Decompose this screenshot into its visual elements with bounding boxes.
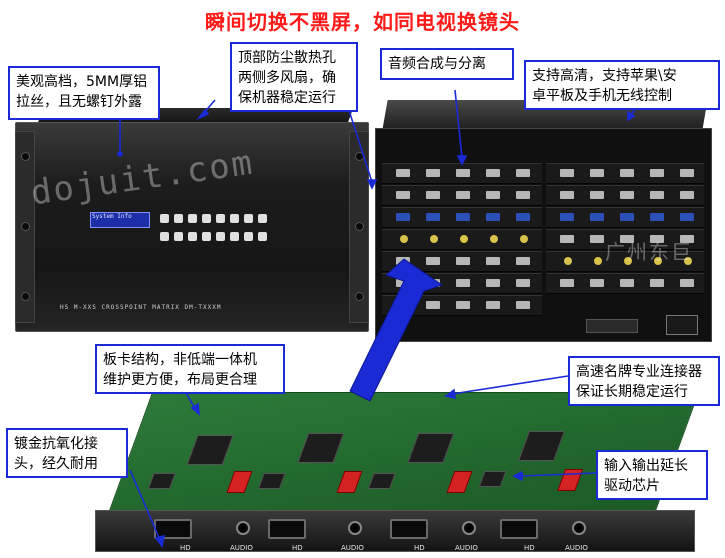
port-label: HD [180, 544, 191, 552]
rack-ear-left [15, 131, 35, 323]
input-card-slot [382, 229, 542, 250]
callout-cooling: 顶部防尘散热孔 两侧多风扇，确 保机器稳定运行 [230, 42, 358, 112]
dip-switch [226, 471, 253, 493]
front-model-label: HS M-XXS CROSSPOINT MATRIX DM-TXXXM [60, 304, 222, 311]
driver-chip [478, 471, 507, 487]
output-card-slot [546, 273, 704, 294]
driver-chip [147, 473, 176, 489]
callout-gold: 镀金抗氧化接 头，经久耐用 [6, 428, 128, 478]
port-label: AUDIO [455, 544, 478, 552]
callout-driver: 输入输出延长 驱动芯片 [596, 450, 708, 500]
driver-chip [257, 473, 286, 489]
callout-card: 板卡结构，非低端一体机 维护更方便，布局更合理 [95, 344, 285, 394]
rear-chassis [375, 128, 712, 342]
chip [518, 431, 566, 461]
power-socket [666, 315, 698, 335]
input-card-slot [382, 163, 542, 184]
headline: 瞬间切换不黑屏，如同电视换镜头 [205, 10, 520, 34]
callout-wireless: 支持高清，支持苹果\安 卓平板及手机无线控制 [524, 60, 720, 110]
chip [407, 433, 455, 463]
dip-switch [446, 471, 473, 493]
audio-jack [462, 521, 476, 535]
hd-port [390, 519, 428, 539]
output-card-slot [546, 229, 704, 250]
port-label: AUDIO [341, 544, 364, 552]
hd-port [268, 519, 306, 539]
dip-switch [557, 469, 584, 491]
chip [297, 433, 345, 463]
port-label: HD [414, 544, 425, 552]
lcd-text: System Info [92, 213, 132, 220]
port-label: AUDIO [230, 544, 253, 552]
port-label: AUDIO [565, 544, 588, 552]
port-label: HD [524, 544, 535, 552]
output-card-slot [546, 185, 704, 206]
hd-port [154, 519, 192, 539]
front-button-panel [150, 210, 270, 250]
output-card-slot [546, 251, 704, 272]
port-label: HD [292, 544, 303, 552]
output-card-slot [546, 163, 704, 184]
input-card-slot [382, 185, 542, 206]
card-bracket: HD AUDIO HD AUDIO HD AUDIO HD AUDIO [95, 510, 695, 552]
blue-arrow-icon [349, 258, 444, 402]
chip [186, 435, 234, 465]
hd-port [500, 519, 538, 539]
front-chassis [15, 122, 369, 332]
audio-jack [572, 521, 586, 535]
driver-chip [367, 473, 396, 489]
input-card-slot [382, 251, 542, 272]
serial-port [586, 319, 638, 333]
audio-jack [236, 521, 250, 535]
audio-jack [348, 521, 362, 535]
dip-switch [336, 471, 363, 493]
output-card-slot [546, 207, 704, 228]
callout-connector: 高速名牌专业连接器 保证长期稳定运行 [568, 356, 720, 406]
callout-finish: 美观高档，5MM厚铝 拉丝，且无螺钉外露 [8, 66, 160, 120]
callout-audio: 音频合成与分离 [380, 48, 514, 80]
front-lcd-display [90, 212, 150, 228]
input-card-slot [382, 207, 542, 228]
rear-watermark: 广州东巨 [605, 240, 693, 264]
